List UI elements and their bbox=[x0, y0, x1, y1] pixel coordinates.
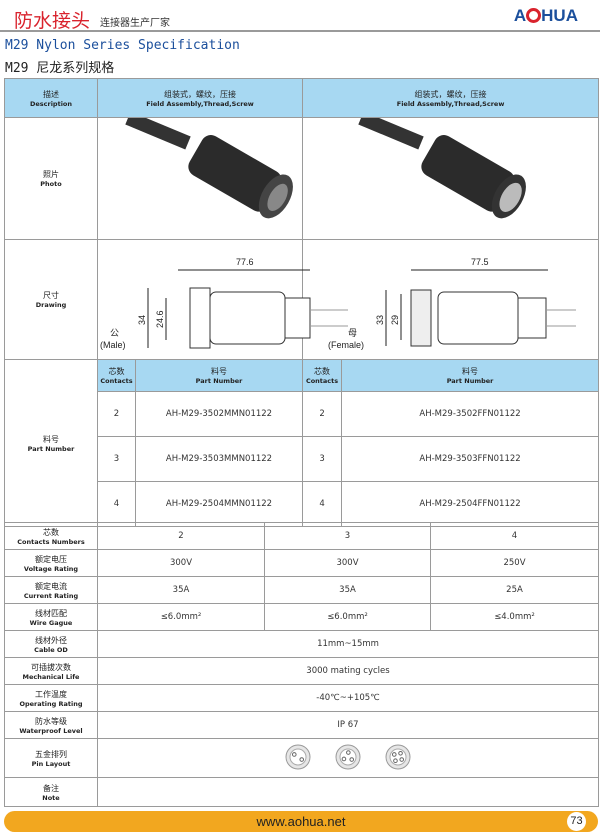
spec-value: 35A bbox=[264, 576, 431, 604]
svg-text:(Female): (Female) bbox=[328, 340, 364, 350]
footer-bar: www.aohua.net 73 bbox=[4, 811, 598, 832]
spec-value: 35A bbox=[97, 576, 265, 604]
spec-value: ≤4.0mm² bbox=[430, 603, 599, 631]
female-dimension-drawing: 77.5 33 29 母 (Female) bbox=[328, 257, 576, 350]
male-photo bbox=[96, 111, 304, 240]
spec-value: -40℃~+105℃ bbox=[97, 684, 599, 712]
spec-value: ≤6.0mm² bbox=[264, 603, 431, 631]
website-link[interactable]: www.aohua.net bbox=[256, 814, 346, 829]
spec-value: 2 bbox=[97, 522, 265, 550]
spec-value: 11mm~15mm bbox=[97, 630, 599, 658]
brand-title: 防水接头 bbox=[14, 10, 91, 32]
contacts-cell: 4 bbox=[97, 481, 136, 527]
pin-layout-icon bbox=[285, 744, 311, 769]
spec-value: ≤6.0mm² bbox=[97, 603, 265, 631]
note-value bbox=[97, 777, 599, 807]
male-connector-image bbox=[125, 111, 293, 219]
svg-text:33: 33 bbox=[375, 315, 385, 325]
contacts-cell: 2 bbox=[302, 391, 343, 437]
contacts-cell: 3 bbox=[97, 436, 136, 482]
male-drawing: 77.6 34 24.6 公 (Male) bbox=[96, 239, 348, 360]
title-zh: M29 尼龙系列规格 bbox=[5, 61, 115, 76]
contacts-cell: 2 bbox=[97, 391, 136, 437]
contacts-cell: 4 bbox=[302, 481, 343, 527]
svg-text:77.6: 77.6 bbox=[236, 257, 254, 267]
spec-value: 3000 mating cycles bbox=[97, 657, 599, 685]
pin-layouts bbox=[97, 738, 599, 778]
female-part-number: AH-M29-2504FFN01122 bbox=[341, 481, 600, 527]
title-en: M29 Nylon Series Specification bbox=[5, 38, 240, 53]
svg-text:77.5: 77.5 bbox=[471, 257, 489, 267]
svg-text:母: 母 bbox=[348, 328, 357, 338]
spec-value: 25A bbox=[430, 576, 599, 604]
svg-text:34: 34 bbox=[137, 315, 147, 325]
contacts-cell: 3 bbox=[302, 436, 343, 482]
spec-value: 250V bbox=[430, 549, 599, 577]
spec-value: 3 bbox=[264, 522, 431, 550]
spec-value: 4 bbox=[430, 522, 599, 550]
spec-value: IP 67 bbox=[97, 711, 599, 739]
brand-subtitle: 连接器生产厂家 bbox=[100, 18, 170, 29]
male-part-number: AH-M29-3502MMN01122 bbox=[134, 391, 304, 437]
female-part-number: AH-M29-3503FFN01122 bbox=[341, 436, 600, 482]
male-part-number: AH-M29-3503MMN01122 bbox=[134, 436, 304, 482]
svg-text:公: 公 bbox=[110, 328, 119, 338]
svg-text:24.6: 24.6 bbox=[155, 310, 165, 328]
svg-text:(Male): (Male) bbox=[100, 340, 126, 350]
female-part-number: AH-M29-3502FFN01122 bbox=[341, 391, 600, 437]
male-dimension-drawing: 77.6 34 24.6 公 (Male) bbox=[100, 257, 348, 350]
page-number: 73 bbox=[567, 812, 586, 831]
pin-layout-icon bbox=[335, 744, 361, 769]
pin-layout-icon bbox=[385, 744, 411, 769]
female-connector-image bbox=[357, 111, 526, 219]
male-part-number: AH-M29-2504MMN01122 bbox=[134, 481, 304, 527]
svg-text:29: 29 bbox=[390, 315, 400, 325]
spec-value: 300V bbox=[97, 549, 265, 577]
spec-value: 300V bbox=[264, 549, 431, 577]
female-photo bbox=[302, 111, 600, 240]
